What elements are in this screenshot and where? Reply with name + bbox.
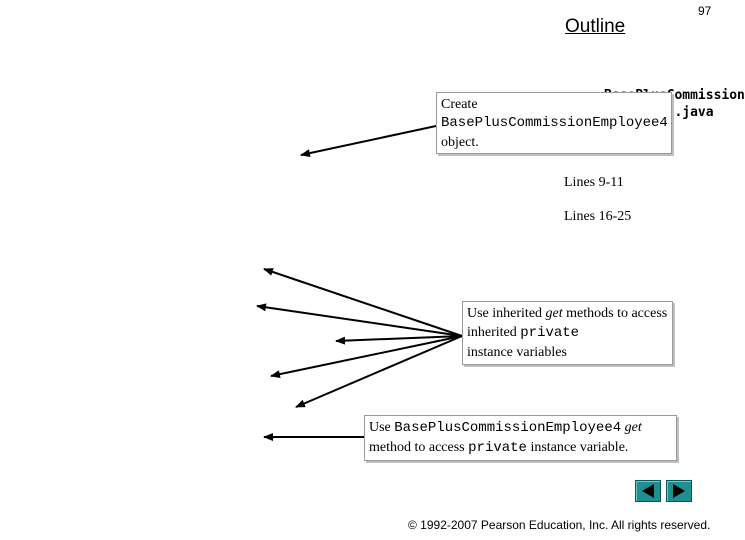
callout-create-text2: object. [441, 135, 479, 150]
callout-own-text2: method to access [369, 440, 469, 455]
copyright-notice: © 1992-2007 Pearson Education, Inc. All … [408, 518, 711, 532]
callout-own-text1: Use [369, 420, 395, 435]
arrow-inherited-4 [270, 335, 463, 379]
previous-slide-button[interactable] [635, 480, 661, 502]
arrow-inherited-3 [335, 335, 463, 345]
page-number: 97 [698, 4, 712, 18]
callout-inherited-italic: get [545, 306, 563, 321]
lines-label-b: Lines 16-25 [564, 209, 632, 224]
triangle-right-icon [673, 484, 685, 498]
arrow-inherited-1 [263, 268, 463, 337]
callout-own-code2: private [468, 440, 527, 456]
callout-own-italic: get [624, 420, 642, 435]
callout-inherited-get: Use inherited get methods to access inhe… [462, 301, 673, 365]
arrow-create [300, 125, 437, 158]
callout-create-text1: Create [441, 97, 478, 112]
callout-own-code: BasePlusCommissionEmployee4 [394, 420, 622, 436]
callout-own-text3: instance variable. [526, 440, 629, 455]
callout-create-object: Create BasePlusCommissionEmployee4 objec… [436, 92, 672, 154]
callout-arrows [256, 125, 463, 441]
callout-inherited-code: private [520, 325, 580, 341]
callout-inherited-text1: Use inherited [467, 306, 546, 321]
next-slide-button[interactable] [666, 480, 692, 502]
callout-inherited-text2: methods to access inherited [467, 306, 668, 340]
outline-title[interactable]: Outline [565, 16, 626, 37]
arrow-inherited-2 [256, 303, 463, 337]
callout-inherited-text3: instance variables [467, 345, 567, 360]
arrow-inherited-5 [295, 335, 463, 408]
lines-label-a: Lines 9-11 [564, 175, 624, 190]
triangle-left-icon [642, 484, 654, 498]
callout-create-code: BasePlusCommissionEmployee4 [441, 115, 668, 131]
callout-own-get: Use BasePlusCommissionEmployee4 get meth… [364, 415, 677, 461]
